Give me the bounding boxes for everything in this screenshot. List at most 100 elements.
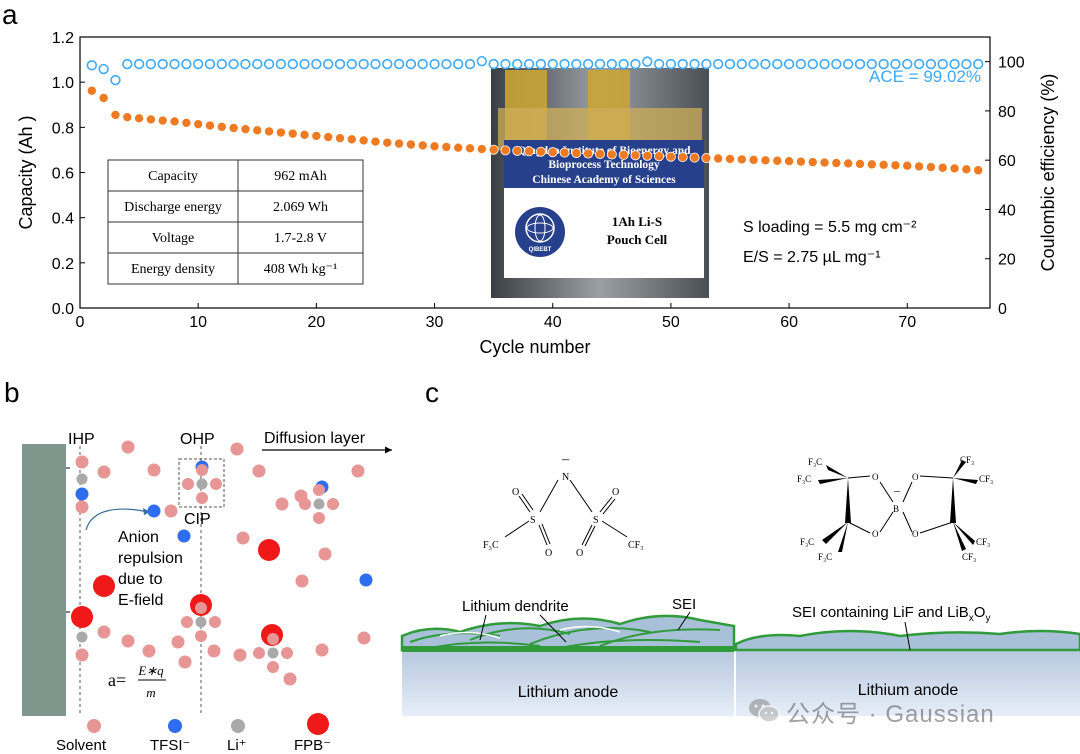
y-right-tick-label: 80 [998,104,1016,121]
capacity-point [264,126,275,137]
x-tick-label: 30 [426,314,444,331]
svg-text:F₃C: F₃C [808,457,822,467]
capacity-point [252,125,263,136]
capacity-point [630,150,641,161]
left-anode-label: Lithium anode [518,684,619,701]
capacity-point [169,116,180,127]
solvation-shell-particle [313,484,325,496]
table-key: Energy density [131,262,215,277]
dendrite-label: Lithium dendrite [462,598,569,615]
ce-point [677,58,688,70]
ce-point [653,58,665,70]
li-particle [76,473,88,485]
solvation-shell-particle [253,647,265,659]
y-right-tick-label: 0 [998,301,1007,318]
li-particle [196,478,208,490]
legend-solvent: Solvent [56,737,107,754]
x-axis-label: Cycle number [479,337,590,357]
ce-point [287,58,298,70]
ce-point [133,58,145,70]
capacity-point [193,119,204,130]
ce-point [594,58,606,70]
x-tick-label: 10 [189,314,207,331]
capacity-point [417,140,428,151]
capacity-point [488,144,499,155]
solvation-shell-particle [196,492,208,504]
legend-tfsi-icon [168,719,182,733]
x-tick-label: 60 [780,314,798,331]
tfsi-particle [147,504,161,518]
solvent-particle [283,672,297,686]
ce-point [334,58,346,70]
solvation-shell-particle [313,512,325,524]
capacity-point [713,153,724,164]
x-tick-label: 50 [662,314,680,331]
svg-text:O: O [512,487,519,498]
sei-right-label: SEI containing LiF and LiBxOy [792,604,990,624]
svg-text:CF₃: CF₃ [979,474,993,484]
ce-point [240,58,251,70]
ce-point [405,58,417,70]
table-cell [237,252,364,285]
ce-point [535,58,547,70]
table-value: 962 mAh [274,169,327,184]
y-left-tick-label: 0.2 [52,256,74,273]
ce-point [854,58,866,70]
ce-point [452,58,464,70]
capacity-point [547,147,558,158]
solvent-particle [252,464,266,478]
capacity-point [618,149,629,160]
formula-denominator: m [146,685,155,700]
y-right-axis-label: Coulombic efficiency (%) [1038,74,1058,272]
es-annotation: E/S = 2.75 µL mg⁻¹ [743,249,881,266]
fpb-structure: F₃C F₃C F₃C F₃C CF₃ CF₃ CF₃ CF₃ O O O O … [797,455,993,562]
ce-point [346,58,358,70]
ce-point [464,58,476,70]
capacity-point [725,153,736,164]
capacity-point [299,129,310,140]
y-right-tick-label: 40 [998,202,1016,219]
svg-text:S: S [593,515,599,526]
capacity-point [181,117,192,128]
cip-box [178,458,225,508]
cip-label: CIP [184,511,211,528]
legend-fpb: FPB⁻ [294,737,331,754]
svg-text:CF₃: CF₃ [976,537,990,547]
solvent-particle [97,465,111,479]
ce-point [145,58,157,70]
capacity-point [606,149,617,160]
capacity-point [358,135,369,146]
legend-fpb-icon [307,713,329,735]
ce-point [382,58,393,70]
svg-text:F₃C: F₃C [797,474,811,484]
x-tick-label: 0 [76,314,85,331]
solvent-particle [318,547,332,561]
solvent-particle [178,655,192,669]
solvation-shell-particle [195,602,207,614]
ce-point [263,58,275,70]
li-particle [267,647,279,659]
capacity-point [654,151,665,162]
ce-series [86,55,984,86]
y-left-tick-label: 0.8 [52,120,74,137]
capacity-point [571,148,582,159]
table-value: 2.069 Wh [273,200,328,215]
capacity-point [429,141,440,152]
ce-point [370,58,381,70]
table-cell [237,159,364,192]
ce-point [795,58,807,70]
chart-a: Qingdao Institute of Bioenergy and Biopr… [16,30,1058,357]
capacity-point [110,109,121,120]
ce-point [299,58,310,70]
capacity-series [86,85,984,176]
ce-point [972,58,984,70]
solvation-shell-particle [196,464,208,476]
capacity-point [819,157,830,168]
formula-numerator: E∗q [137,663,164,678]
solvent-particle [75,648,89,662]
fpb-particle [258,539,280,561]
solvent-particle [142,644,156,658]
watermark-text: 公众号 · Gaussian [786,700,995,728]
ce-point [783,58,795,70]
solvation-shell-particle [299,498,311,510]
